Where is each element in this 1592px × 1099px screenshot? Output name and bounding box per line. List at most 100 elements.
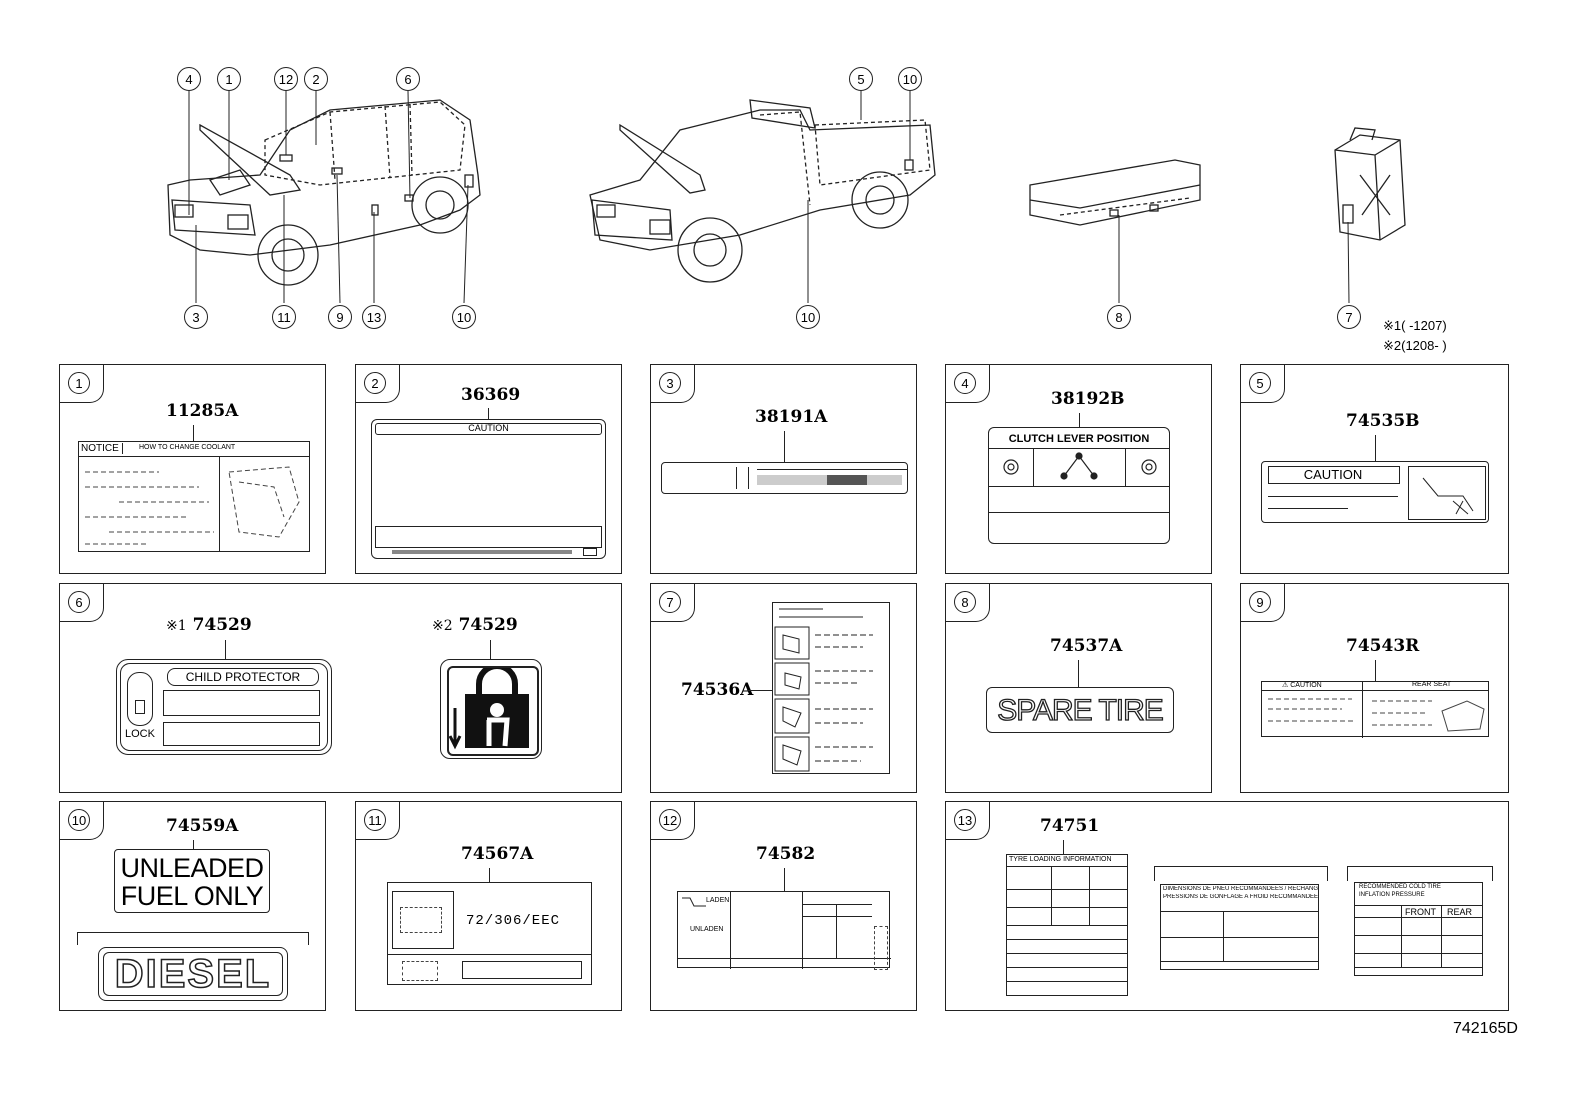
part-number: 74536A bbox=[681, 680, 754, 700]
jerry-can-illustration bbox=[1334, 127, 1406, 241]
coolant-diagram bbox=[85, 466, 300, 545]
panel-number: 8 bbox=[954, 591, 976, 613]
panel-10: 10 74559A UNLEADED FUEL ONLY DIESEL bbox=[59, 801, 326, 1011]
bed-cover-illustration bbox=[1029, 159, 1201, 226]
callout-2: 2 bbox=[304, 67, 328, 91]
part-number: 74582 bbox=[756, 844, 816, 864]
callout-8: 8 bbox=[1107, 305, 1131, 329]
tyre-loading-label: TYRE LOADING INFORMATION bbox=[1006, 854, 1128, 996]
part-number: 74543R bbox=[1346, 636, 1420, 656]
part-number-1: ※1 74529 bbox=[166, 615, 252, 635]
caution-text: CAUTION bbox=[1303, 467, 1363, 482]
panel-number: 7 bbox=[659, 591, 681, 613]
pressure-fr-label: DIMENSIONS DE PNEU RECOMMANDEES / RECHAN… bbox=[1160, 884, 1319, 970]
panel-number: 6 bbox=[68, 591, 90, 613]
panel-number: 4 bbox=[954, 372, 976, 394]
caution-text: CAUTION bbox=[468, 423, 509, 433]
panel-6: 6 ※1 74529 ※2 74529 CHILD PROTECTOR LOCK bbox=[59, 583, 622, 793]
laden-text: LADEN bbox=[706, 897, 730, 904]
fuel-only-text: FUEL ONLY bbox=[120, 881, 264, 911]
spare-tire-text: SPARE TIRE bbox=[997, 693, 1165, 727]
caution-text: ⚠ CAUTION bbox=[1282, 682, 1322, 689]
callout-13: 13 bbox=[362, 305, 386, 329]
label-heading: HOW TO CHANGE COOLANT bbox=[139, 444, 236, 451]
panel-7: 7 74536A bbox=[650, 583, 917, 793]
part-number: 36369 bbox=[461, 385, 521, 405]
part-number: 38191A bbox=[755, 407, 828, 427]
child-protector-label: CHILD PROTECTOR LOCK bbox=[116, 659, 332, 755]
panel-number: 5 bbox=[1249, 372, 1271, 394]
tyre-loading-text: TYRE LOADING INFORMATION bbox=[1009, 856, 1112, 863]
diesel-text: DIESEL bbox=[114, 951, 272, 997]
fr-line-1: DIMENSIONS DE PNEU RECOMMANDEES / RECHAN… bbox=[1163, 886, 1318, 892]
wagon-illustration bbox=[167, 99, 481, 286]
callout-6: 6 bbox=[396, 67, 420, 91]
callout-1: 1 bbox=[217, 67, 241, 91]
part-number: 74537A bbox=[1050, 636, 1123, 656]
fuel-can-label bbox=[772, 602, 890, 774]
rear-text: REAR bbox=[1447, 907, 1473, 917]
callout-12: 12 bbox=[274, 67, 298, 91]
panel-9: 9 74543R ⚠ CAUTION REAR SEAT bbox=[1240, 583, 1509, 793]
panel-number: 1 bbox=[68, 372, 90, 394]
callout-5: 5 bbox=[849, 67, 873, 91]
panel-number: 11 bbox=[364, 809, 386, 831]
note-1: ※1( -1207) bbox=[1383, 318, 1447, 333]
clutch-label: CLUTCH LEVER POSITION bbox=[988, 427, 1170, 544]
fuel-can-icons bbox=[774, 608, 873, 772]
panel-11: 11 74567A 72/306/EEC bbox=[355, 801, 622, 1011]
diesel-label: DIESEL bbox=[98, 947, 288, 1001]
panel-number: 3 bbox=[659, 372, 681, 394]
fr-line-2: PRESSIONS DE GONFLAGE A FROID RECOMMANDE… bbox=[1163, 894, 1318, 900]
panel-5: 5 74535B CAUTION bbox=[1240, 364, 1509, 574]
rec-line-1: RECOMMENDED COLD TIRE bbox=[1359, 884, 1441, 890]
unladen-text: UNLADEN bbox=[690, 926, 724, 933]
rear-seat-diagram bbox=[1268, 698, 1485, 732]
clutch-symbols bbox=[1003, 452, 1157, 480]
panel-number: 10 bbox=[68, 809, 90, 831]
panel-number: 2 bbox=[364, 372, 386, 394]
coolant-label: NOTICE HOW TO CHANGE COOLANT bbox=[78, 441, 310, 552]
child-lock-icon-label bbox=[440, 659, 542, 759]
notice-text: NOTICE bbox=[81, 443, 123, 454]
panel-3: 3 38191A bbox=[650, 364, 917, 574]
child-lock-icon bbox=[449, 668, 529, 750]
part-number: 74535B bbox=[1346, 411, 1420, 431]
panel-8: 8 74537A SPARE TIRE bbox=[945, 583, 1212, 793]
strip-label bbox=[661, 462, 908, 494]
spare-tire-label: SPARE TIRE bbox=[986, 687, 1174, 733]
eec-text: 72/306/EEC bbox=[466, 913, 561, 929]
panel-12: 12 74582 LADEN UNLADEN bbox=[650, 801, 917, 1011]
part-number: 74567A bbox=[461, 844, 534, 864]
note-2: ※2(1208- ) bbox=[1383, 338, 1447, 353]
callout-10: 10 bbox=[898, 67, 922, 91]
panel-4: 4 38192B CLUTCH LEVER POSITION bbox=[945, 364, 1212, 574]
unleaded-text: UNLEADED bbox=[120, 853, 264, 883]
part-number: 11285A bbox=[166, 401, 239, 421]
recommended-pressure-label: RECOMMENDED COLD TIRE INFLATION PRESSURE… bbox=[1354, 882, 1483, 976]
eec-label: 72/306/EEC bbox=[387, 882, 592, 985]
caution-label: CAUTION bbox=[371, 419, 606, 559]
clutch-title: CLUTCH LEVER POSITION bbox=[1008, 433, 1150, 445]
hand-warning-icon bbox=[1422, 477, 1474, 515]
panel-number: 13 bbox=[954, 809, 976, 831]
part-number: 38192B bbox=[1051, 389, 1125, 409]
diagram-id: 742165D bbox=[1453, 1020, 1518, 1037]
caution-label: CAUTION bbox=[1261, 461, 1489, 523]
callout-4: 4 bbox=[177, 67, 201, 91]
unleaded-label: UNLEADED FUEL ONLY bbox=[114, 849, 270, 913]
callout-10: 10 bbox=[452, 305, 476, 329]
panel-number: 9 bbox=[1249, 591, 1271, 613]
panel-number: 12 bbox=[659, 809, 681, 831]
truck-load-icon bbox=[682, 897, 706, 907]
callout-3: 3 bbox=[184, 305, 208, 329]
vehicle-illustrations bbox=[167, 90, 1406, 304]
callout-7: 7 bbox=[1337, 305, 1361, 329]
panel-2: 2 36369 CAUTION bbox=[355, 364, 622, 574]
rear-seat-text: REAR SEAT bbox=[1412, 681, 1452, 688]
part-number: 74559A bbox=[166, 816, 239, 836]
callout-11: 11 bbox=[272, 305, 296, 329]
front-text: FRONT bbox=[1405, 907, 1436, 917]
rear-seat-caution-label: ⚠ CAUTION REAR SEAT bbox=[1261, 681, 1489, 738]
callout-10: 10 bbox=[796, 305, 820, 329]
